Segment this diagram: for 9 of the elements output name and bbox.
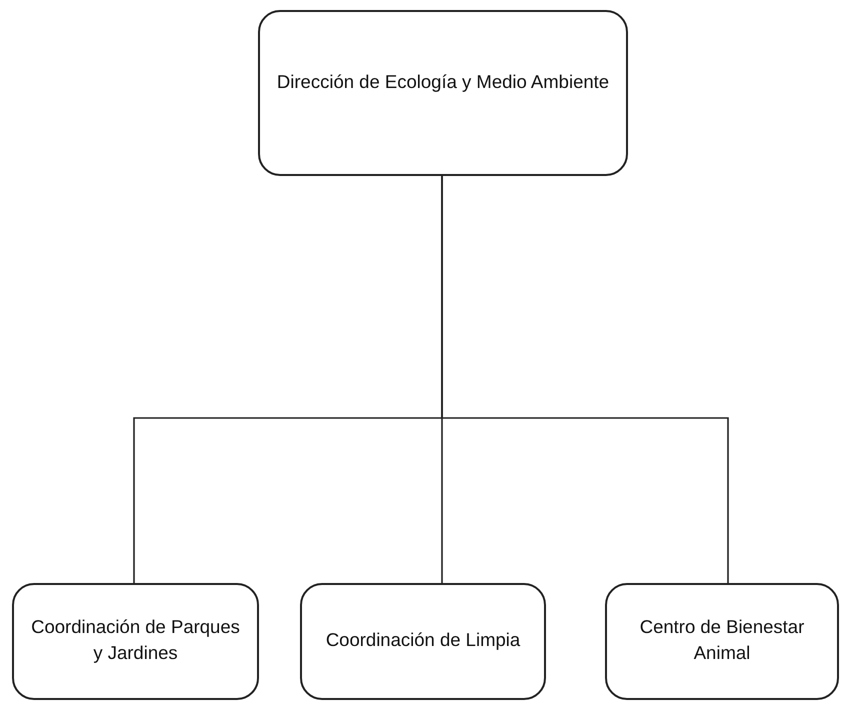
org-box — [12, 583, 259, 700]
org-box — [258, 10, 628, 176]
connector-line — [441, 176, 729, 583]
org-box — [605, 583, 839, 700]
org-box — [300, 583, 546, 700]
unit-name: Centro de Bienestar Animal — [638, 614, 806, 664]
unit-name: Coordinación de Limpia — [326, 628, 520, 652]
unit-name: Dirección de Ecología y Medio Ambiente — [276, 70, 610, 94]
unit-name: Coordinación de Parques y Jardines — [30, 614, 241, 665]
